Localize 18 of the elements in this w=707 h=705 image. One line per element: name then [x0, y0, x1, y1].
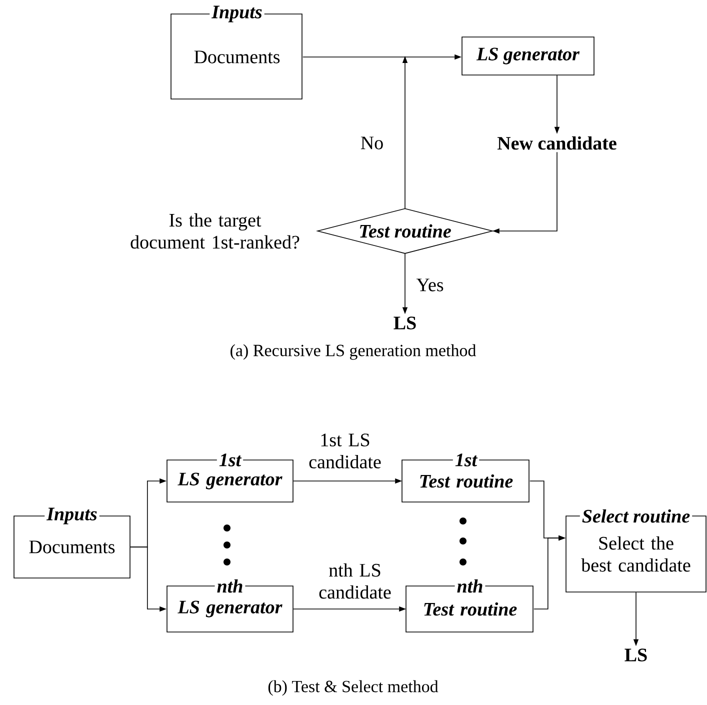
titled-box: Inputs Documents: [170, 4, 302, 100]
edge-label: nth LS candidate: [312, 562, 398, 600]
titled-box: 1st LS generator: [166, 452, 294, 502]
titled-box: 1st Test routine: [402, 452, 530, 502]
titled-box: nth LS generator: [166, 577, 294, 632]
edge-label: 1st LS candidate: [302, 432, 388, 470]
process-box: LS generator: [462, 36, 594, 76]
edge-label: Yes: [412, 278, 448, 292]
question-text: Is the target document 1st-ranked?: [130, 213, 300, 249]
edge-label: No: [356, 136, 388, 150]
output-text: New candidate: [497, 136, 616, 150]
caption: (b) Test & Select method: [268, 680, 438, 696]
titled-box: Inputs Documents: [14, 506, 130, 578]
output-text: LS: [394, 316, 416, 330]
caption: (a) Recursive LS generation method: [230, 344, 476, 360]
output-text: LS: [624, 648, 647, 662]
titled-box: Select routine Select the best candidate: [566, 507, 706, 592]
titled-box: nth Test routine: [406, 577, 534, 632]
